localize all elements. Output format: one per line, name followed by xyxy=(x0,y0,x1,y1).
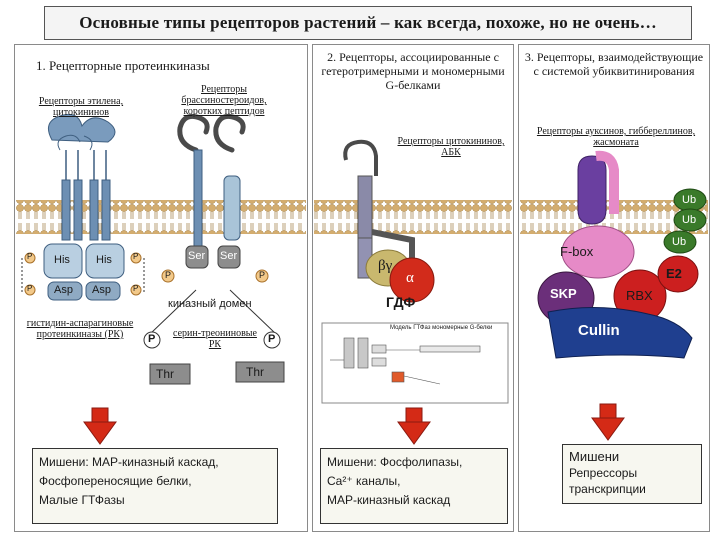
arrow-col2 xyxy=(397,407,431,445)
cullin-label: Cullin xyxy=(578,322,620,339)
inset-title: Модель ГТФаз мономерные G-белки xyxy=(390,325,493,331)
col1-target-1: МАР-киназный каскад, xyxy=(92,455,219,469)
col3-target-2: транскрипции xyxy=(569,482,646,496)
skp-label: SKP xyxy=(550,286,577,301)
gdp-label: ГДФ xyxy=(386,294,416,310)
col2-target-1: Фосфолипазы, xyxy=(380,455,463,469)
rbx-label: RBX xyxy=(626,288,653,303)
col3-target-label: Мишени xyxy=(569,449,620,464)
ub-3: Ub xyxy=(672,236,687,248)
col1-target-2: Фосфопереносящие белки, xyxy=(39,474,192,488)
arrow-col3 xyxy=(591,403,625,441)
col1-rec-right: Рецепторы брассиностероидов, коротких пе… xyxy=(181,84,267,117)
ser-left: Ser xyxy=(188,250,206,262)
fbox-label: F-box xyxy=(560,244,594,259)
col2-rec: Рецепторы цитокининов, АБК xyxy=(397,136,505,158)
ser-right: Ser xyxy=(220,250,238,262)
p-his-left: P xyxy=(27,252,33,261)
kinase-domain-label: киназный домен xyxy=(168,298,252,310)
beta-gamma-label: βγ xyxy=(378,258,393,274)
e2-label: E2 xyxy=(666,266,682,281)
col2-target-3: МАР-киназный каскад xyxy=(327,493,451,507)
col1-rec-left: Рецепторы этилена, цитокининов xyxy=(38,96,124,118)
membrane-col1 xyxy=(16,200,306,234)
col2-header: 2. Рецепторы, ассоциированные с гетеротр… xyxy=(321,50,505,92)
col3-header: 3. Рецепторы, взаимодействующие с систем… xyxy=(524,50,704,78)
p-thr-right: P xyxy=(268,333,276,345)
col1-target-3: Малые ГТФазы xyxy=(39,493,125,507)
page-title: Основные типы рецепторов растений – как … xyxy=(44,6,692,40)
col2-target-2: Ca²⁺ каналы, xyxy=(327,474,401,488)
gpcr-receptor xyxy=(343,139,435,303)
p-ser-right: P xyxy=(259,270,266,280)
col2-target-label: Мишени: xyxy=(327,455,377,469)
col3-targets: Мишени Репрессоры транскрипции xyxy=(562,444,702,504)
ub-2: Ub xyxy=(682,214,697,226)
col3-rec: Рецепторы ауксинов, гиббереллинов, жасмо… xyxy=(536,126,696,148)
thr-left: Thr xyxy=(156,367,174,381)
ser-rk-label: серин-треониновые РК xyxy=(173,328,257,350)
p-asp-left: P xyxy=(27,284,33,293)
p-asp-right: P xyxy=(133,284,139,293)
scf-complex xyxy=(537,150,707,359)
p-thr-left: P xyxy=(148,333,156,345)
alpha-label: α xyxy=(406,270,414,286)
p-ser-left: P xyxy=(165,270,172,280)
his-right: His xyxy=(96,254,112,266)
ser-thr-receptor-pair xyxy=(149,113,277,335)
asp-left: Asp xyxy=(54,284,73,296)
p-his-right: P xyxy=(133,252,139,261)
gtpase-inset xyxy=(330,337,481,385)
thr-right: Thr xyxy=(246,365,264,379)
his-asp-receptor-dimer xyxy=(21,113,145,301)
his-rk-label: гистидин-аспарагиновые протеинкиназы (РК… xyxy=(26,318,134,340)
ub-1: Ub xyxy=(682,194,697,206)
col3-target-1: Репрессоры xyxy=(569,466,638,480)
membrane-col2 xyxy=(314,200,512,234)
col2-targets: Мишени: Фосфолипазы, Ca²⁺ каналы, МАР-ки… xyxy=(320,448,508,524)
his-left: His xyxy=(54,254,70,266)
asp-right: Asp xyxy=(92,284,111,296)
col1-target-label: Мишени: xyxy=(39,455,89,469)
col1-targets: Мишени: МАР-киназный каскад, Фосфоперено… xyxy=(32,448,278,524)
arrow-col1 xyxy=(83,407,117,445)
col1-header: 1. Рецепторные протеинкиназы xyxy=(36,58,210,73)
